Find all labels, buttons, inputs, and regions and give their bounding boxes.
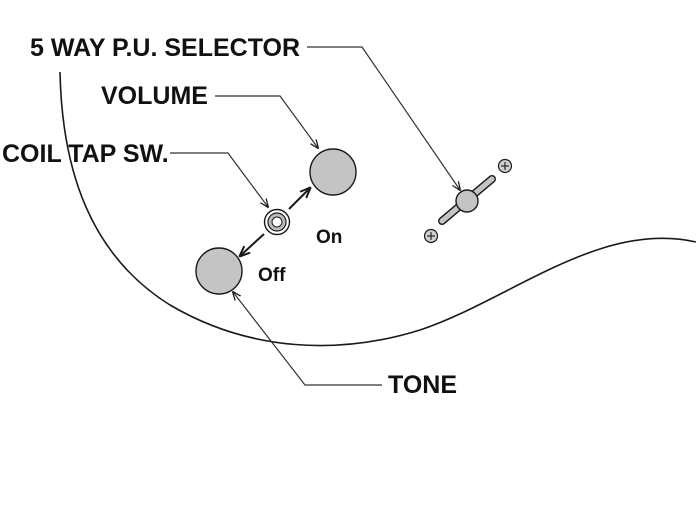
off-label: Off: [258, 265, 286, 286]
selector-switch-icon: [438, 175, 496, 225]
volume-knob: [309, 148, 357, 196]
on-direction-arrow: [288, 188, 310, 210]
screw-top-icon: [497, 158, 513, 174]
coil-tap-switch-icon: [263, 208, 291, 236]
on-label: On: [316, 227, 342, 248]
coil-tap-label: COIL TAP SW.: [2, 140, 169, 168]
tone-label: TONE: [388, 371, 457, 399]
volume-label: VOLUME: [101, 82, 208, 110]
volume-leader: [215, 95, 318, 148]
selector-label: 5 WAY P.U. SELECTOR: [30, 34, 300, 62]
tone-knob: [195, 247, 243, 295]
selector-leader: [307, 46, 460, 190]
screw-bottom-icon: [423, 228, 439, 244]
body-outline: [59, 71, 697, 347]
off-direction-arrow: [240, 233, 265, 256]
coil-tap-leader: [170, 152, 268, 207]
tone-leader: [233, 292, 382, 386]
